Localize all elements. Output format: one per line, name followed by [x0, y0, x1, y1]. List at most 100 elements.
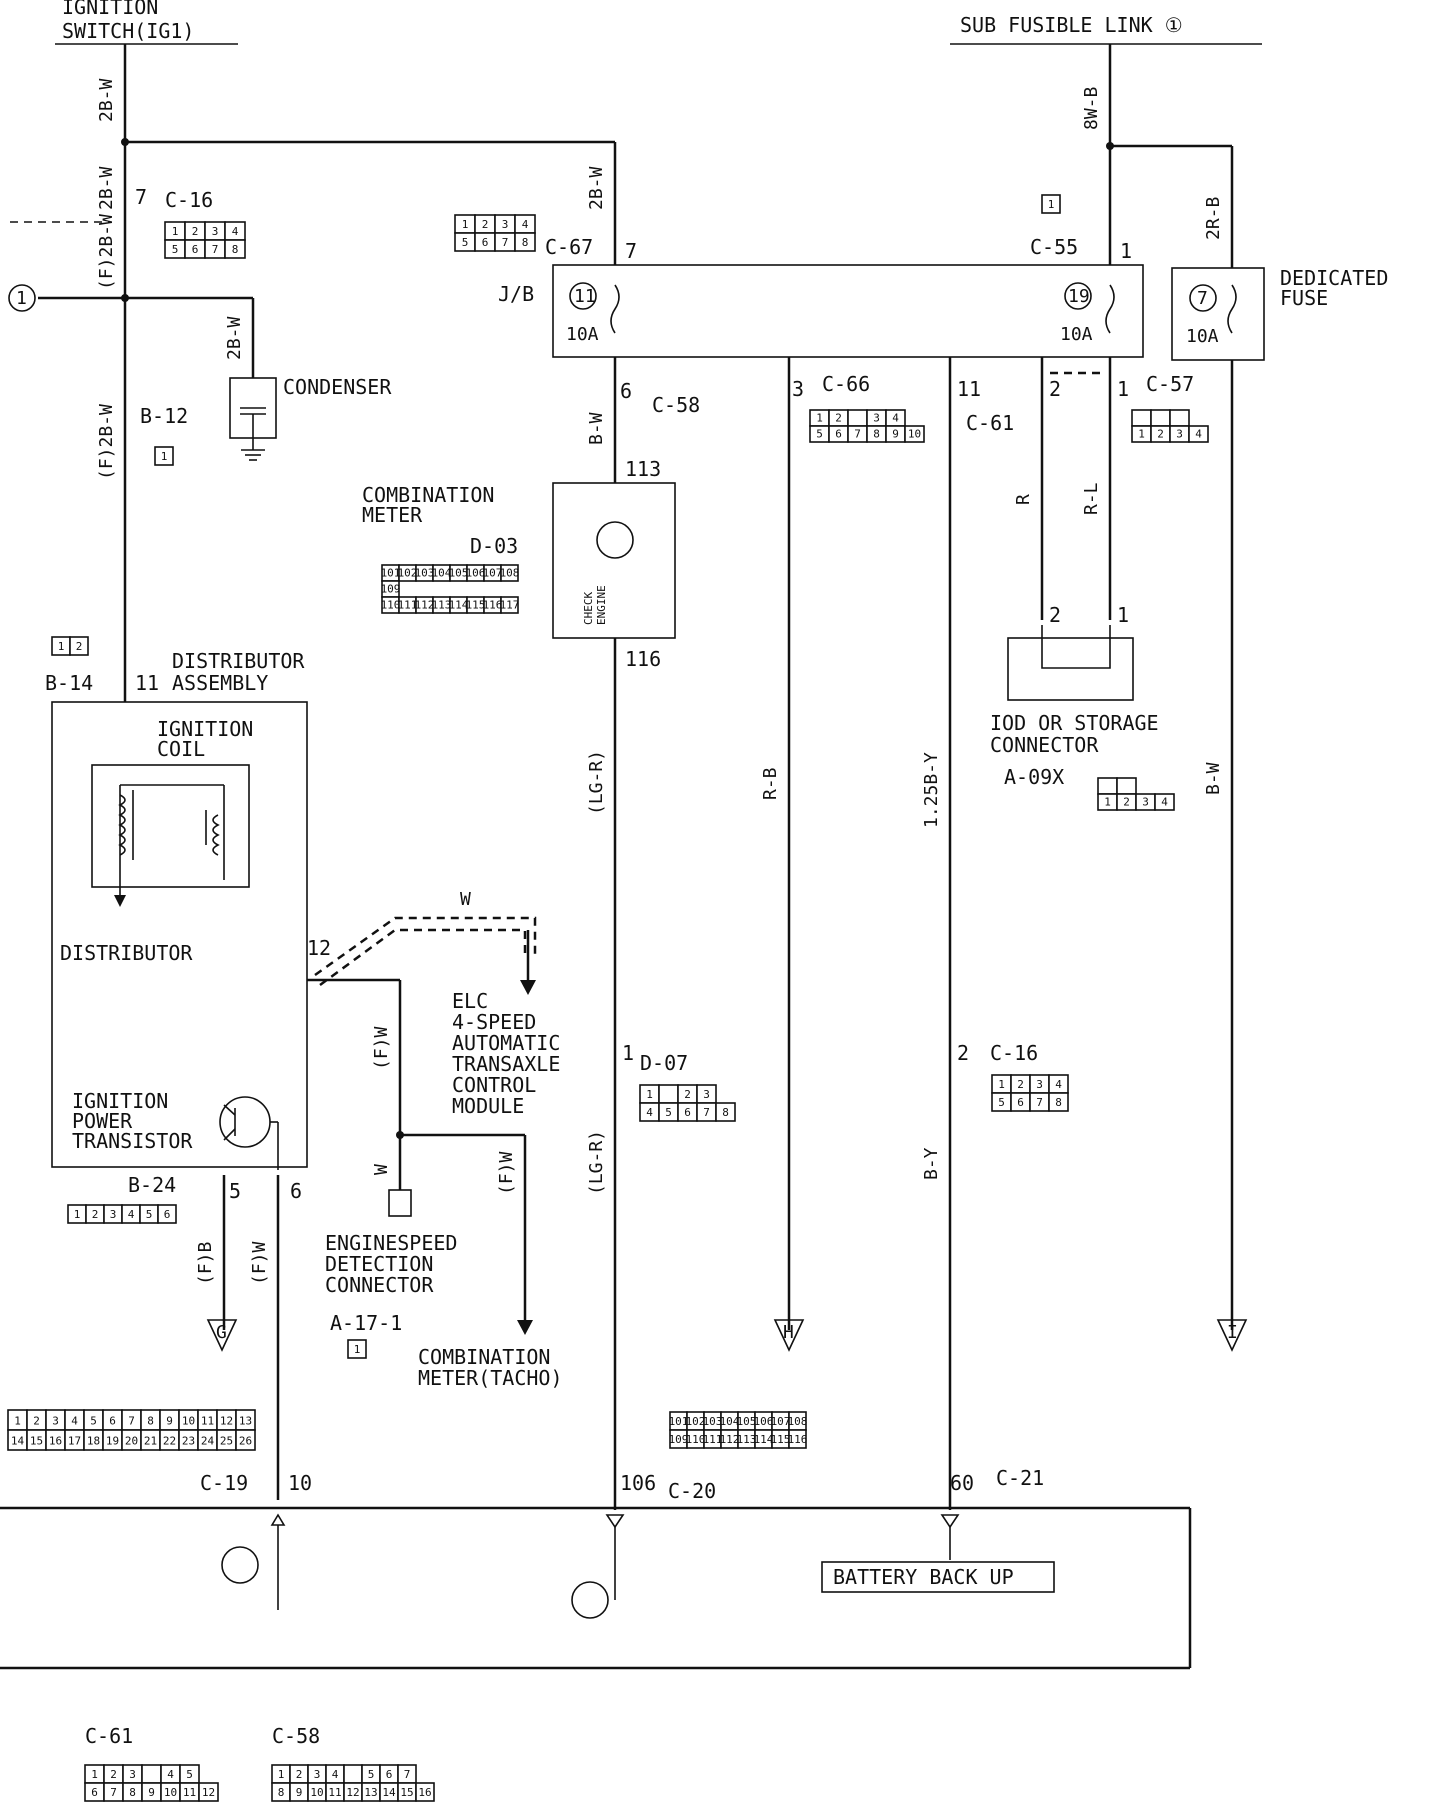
connector-b14-label: B-14 [45, 671, 93, 695]
pin-cell [847, 409, 868, 427]
pin-number: 7 [625, 239, 637, 263]
pin-cell [514, 232, 536, 252]
pin-cell [347, 1339, 367, 1359]
wire-label: 2R-B [1203, 197, 1224, 240]
component-label: ENGINE [595, 585, 608, 625]
pin-label: 15 [400, 1786, 413, 1799]
pin-label: 1 [91, 1768, 98, 1781]
wire-label: (F)2B-W [96, 214, 117, 290]
pin-label: 1 [1104, 796, 1111, 809]
pin-label: 2 [684, 1088, 691, 1101]
pin-label: 6 [386, 1768, 393, 1781]
component-label: DETECTION [325, 1252, 433, 1276]
pin-label: 109 [381, 583, 401, 596]
pin-label: 10 [908, 428, 921, 441]
terminal-label: 1 [16, 288, 27, 309]
condenser-label: CONDENSER [283, 375, 392, 399]
pin-label: 5 [186, 1768, 193, 1781]
pin-cell [198, 1782, 219, 1802]
pin-label: 6 [835, 428, 842, 441]
connector-c16-label: C-16 [165, 188, 213, 212]
pin-label: 112 [415, 599, 435, 612]
component-label: MODULE [452, 1094, 524, 1118]
pin-label: 3 [110, 1208, 117, 1221]
pin-label: 5 [172, 243, 179, 256]
pin-label: 2 [835, 412, 842, 425]
pin-number: 3 [792, 377, 804, 401]
condenser: CONDENSER [229, 375, 392, 461]
component-label: CONNECTOR [325, 1273, 434, 1297]
component-label: COMBINATION [418, 1345, 550, 1369]
pin-label: 110 [686, 1433, 706, 1446]
connector-d03-label: D-03 [470, 534, 518, 558]
pin-number: 2 [957, 1041, 969, 1065]
pin-label: 2 [1017, 1078, 1024, 1091]
connector-labels: C-16 C-67 C-55 C-58 C-66 C-61 C-57 B-12 … [45, 188, 1194, 1748]
pin-label: 116 [788, 1433, 808, 1446]
pin-label: 4 [1055, 1078, 1062, 1091]
pin-label: 7 [703, 1106, 710, 1119]
dedicated-fuse: 7 10A DEDICATED FUSE [1171, 266, 1388, 361]
pin-label: 21 [144, 1434, 157, 1447]
pin-cell [1097, 777, 1118, 795]
pin-label: 2 [1123, 796, 1130, 809]
wire-label: (F)B [195, 1242, 216, 1285]
pin-number: 7 [135, 185, 147, 209]
terminals: 1 G H I [8, 284, 1248, 1352]
pin-label: 1 [278, 1768, 285, 1781]
pin-label: 10 [182, 1414, 195, 1427]
pin-label: 1 [1138, 428, 1145, 441]
pin-cell [1041, 194, 1061, 214]
pin-label: 20 [125, 1434, 138, 1447]
pin-label: 1 [816, 412, 823, 425]
pin-cell [715, 1102, 736, 1122]
pin-label: 101 [381, 567, 401, 580]
combination-meter-tacho: COMBINATION METER(TACHO) [418, 1345, 563, 1390]
pin-label: 3 [502, 218, 509, 231]
wire-label: B-W [586, 412, 607, 445]
pin-cell [1169, 409, 1190, 427]
fuse-rating: 10A [1060, 324, 1093, 345]
pin-label: 2 [110, 1768, 117, 1781]
pin-cell [157, 1204, 177, 1224]
pin-label: 7 [212, 243, 219, 256]
component-label: CONTROL [452, 1073, 536, 1097]
combination-meter: COMBINATION METER CHECK ENGINE [362, 482, 676, 639]
component-label: AUTOMATIC [452, 1031, 560, 1055]
component-label: TRANSISTOR [72, 1129, 193, 1153]
pin-cell [1131, 409, 1152, 427]
connector-c66-label: C-66 [822, 372, 870, 396]
pin-label: 6 [482, 236, 489, 249]
pin-label: 1 [161, 450, 168, 463]
pin-number: 106 [620, 1471, 656, 1495]
pin-number: 12 [307, 936, 331, 960]
connector-c16-label: C-16 [990, 1041, 1038, 1065]
component-label: ENGINESPEED [325, 1231, 457, 1255]
component-label: CONNECTOR [990, 733, 1099, 757]
pin-label: 3 [873, 412, 880, 425]
pin-label: 2 [482, 218, 489, 231]
component-label: DEDICATED [1280, 266, 1388, 290]
pin-cell [788, 1429, 807, 1449]
pin-label: 8 [232, 243, 239, 256]
pin-label: 17 [68, 1434, 81, 1447]
pin-label: 1 [58, 640, 65, 653]
pin-label: 16 [418, 1786, 431, 1799]
connector-c58-legend-label: C-58 [272, 1724, 320, 1748]
pin-cell [343, 1764, 363, 1784]
pin-label: 5 [462, 236, 469, 249]
component-label: METER [362, 503, 423, 527]
source-label: IGNITION [62, 0, 158, 19]
pin-label: 4 [232, 225, 239, 238]
pin-label: 6 [91, 1786, 98, 1799]
pin-label: 8 [722, 1106, 729, 1119]
connector-c61-label: C-61 [966, 411, 1014, 435]
component-label: IGNITION [72, 1089, 168, 1113]
pin-label: 4 [71, 1414, 78, 1427]
pin-label: 1 [1048, 198, 1055, 211]
wire-label: 2B-W [96, 166, 117, 210]
